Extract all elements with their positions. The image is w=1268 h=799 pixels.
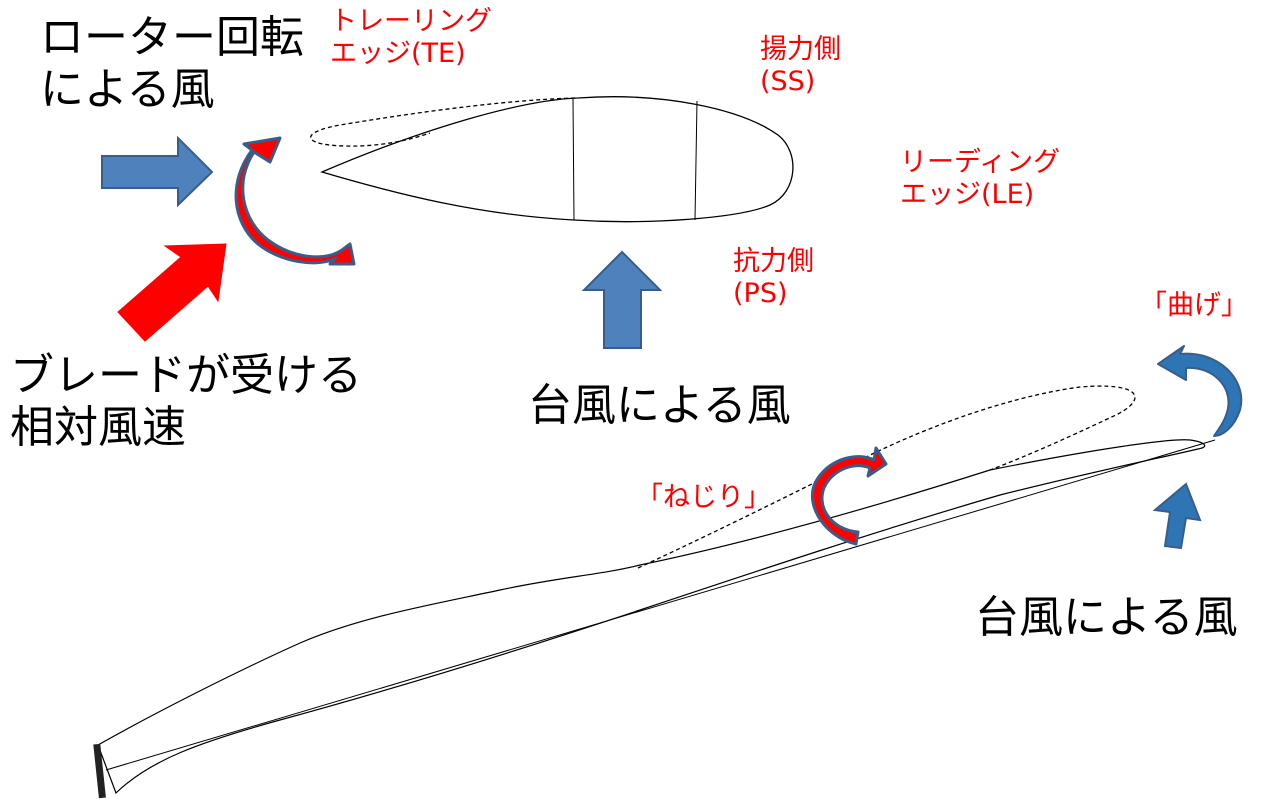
diagonal-block-arrow-icon xyxy=(117,243,227,342)
typhoon-wind-label-top: 台風による風 xyxy=(528,380,791,431)
leading-edge-label-line-1: リーディング xyxy=(900,147,1061,178)
pitch-rotation-curved-arrow-icon xyxy=(234,136,356,266)
up-block-arrow-icon xyxy=(1152,482,1202,550)
pressure-side-label: 抗力側 (PS) xyxy=(733,246,814,310)
relative-wind-label-line-1: ブレードが受ける xyxy=(10,350,362,401)
rotor-wind-label-line-1: ローター回転 xyxy=(40,12,304,63)
trailing-edge-label-line-1: トレーリング xyxy=(330,6,492,37)
blade-root xyxy=(93,743,106,799)
suction-side-label: 揚力側 (SS) xyxy=(760,34,841,98)
blade xyxy=(93,385,1216,799)
airfoil-pitched-dashed-outline xyxy=(309,97,576,147)
airfoil-chord-line-1 xyxy=(572,98,575,221)
blade-spar-line xyxy=(105,439,1216,771)
relative-wind-label-line-2: 相対風速 xyxy=(10,401,186,453)
bending-curved-arrow-icon xyxy=(1157,345,1243,437)
relative-wind-label: ブレードが受ける 相対風速 xyxy=(10,350,362,454)
airfoil-section xyxy=(309,96,794,223)
blade-outline xyxy=(97,439,1206,795)
suction-side-label-line-1: 揚力側 xyxy=(760,34,841,65)
airfoil-outline xyxy=(320,96,794,223)
torsion-curved-arrow-icon xyxy=(810,446,888,546)
rotor-wind-label: ローター回転 による風 xyxy=(40,12,304,116)
pressure-side-label-line-2: (PS) xyxy=(733,277,788,309)
trailing-edge-label-line-2: エッジ(TE) xyxy=(330,37,466,69)
leading-edge-label-line-2: エッジ(LE) xyxy=(900,178,1035,210)
blade-tip-dashed-outline xyxy=(637,385,1136,569)
bending-label: 「曲げ」 xyxy=(1140,290,1248,321)
trailing-edge-label: トレーリング エッジ(TE) xyxy=(330,6,492,70)
torsion-label: 「ねじり」 xyxy=(636,482,771,513)
right-block-arrow-icon xyxy=(101,135,214,208)
rotor-wind-label-line-2: による風 xyxy=(40,63,215,115)
pressure-side-label-line-1: 抗力側 xyxy=(733,246,814,277)
leading-edge-label: リーディング エッジ(LE) xyxy=(900,147,1060,211)
airfoil-chord-line-2 xyxy=(694,100,698,221)
suction-side-label-line-2: (SS) xyxy=(760,65,816,97)
typhoon-wind-label-bottom: 台風による風 xyxy=(975,592,1238,643)
up-block-arrow-icon xyxy=(581,250,663,349)
